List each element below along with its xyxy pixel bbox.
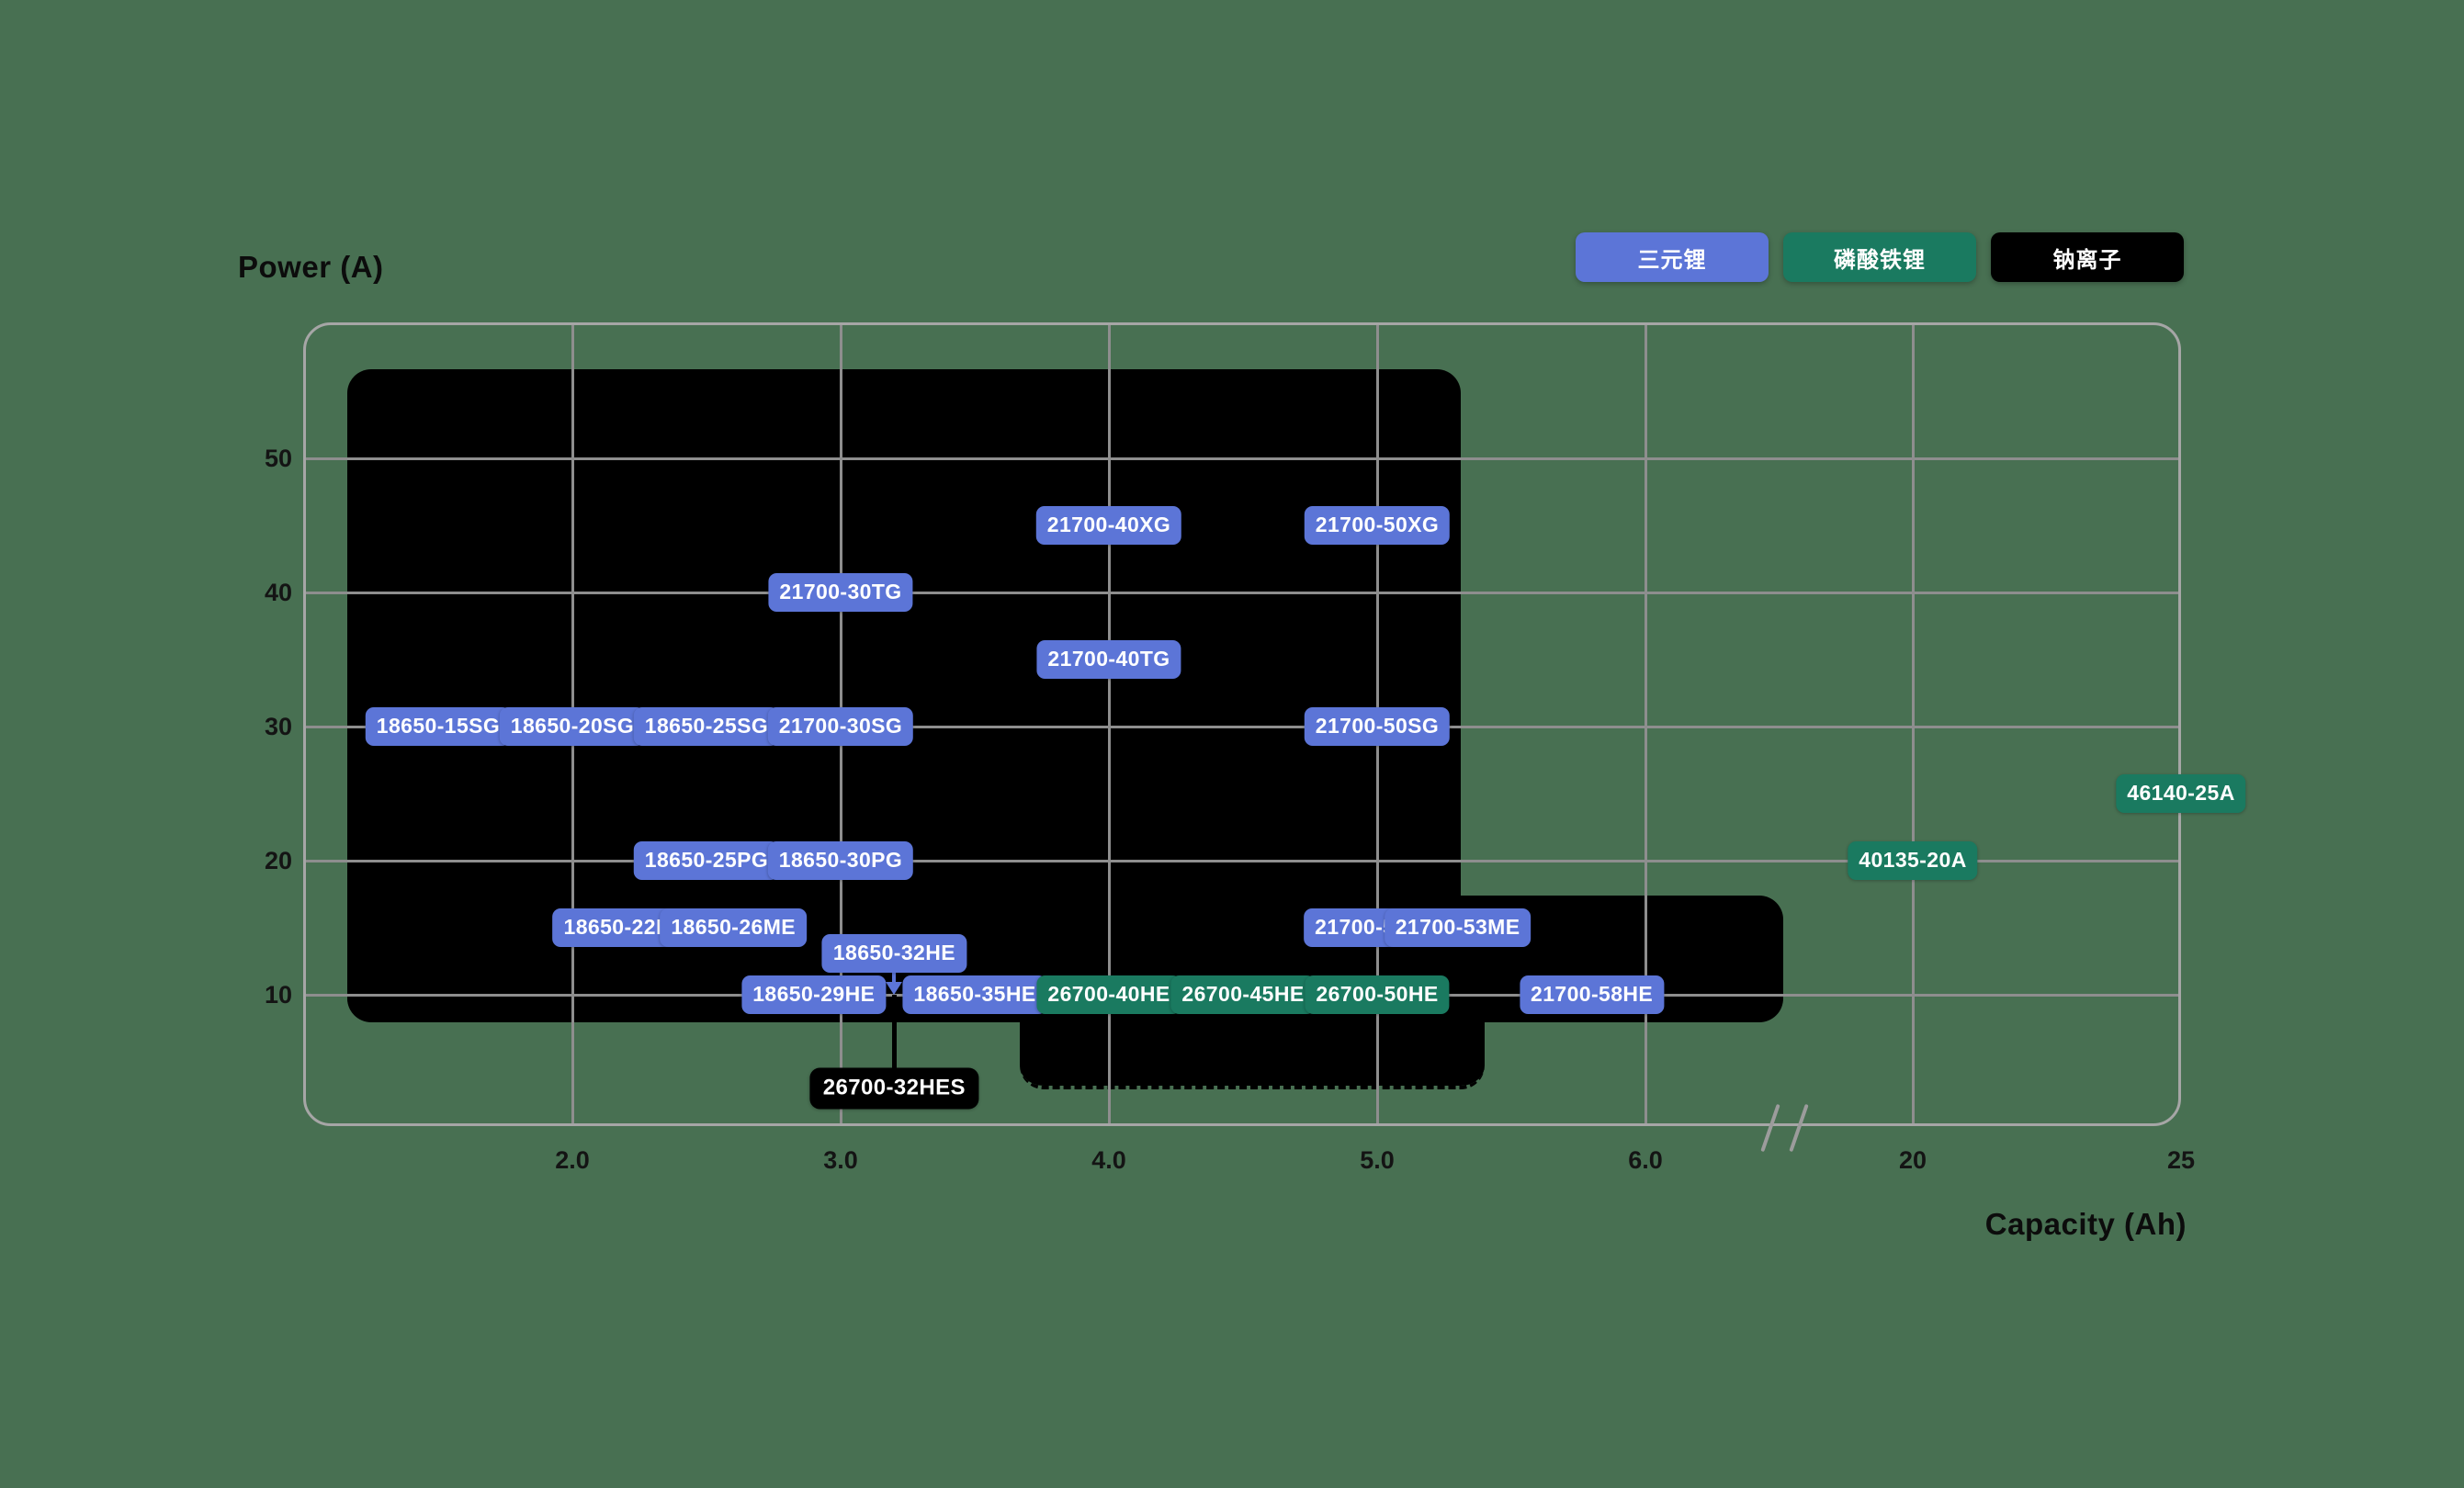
point-40135-20A[interactable]: 40135-20A — [1848, 841, 1978, 880]
point-18650-29HE[interactable]: 18650-29HE — [741, 975, 887, 1014]
legend-button-ternary-lithium[interactable]: 三元锂 — [1576, 232, 1769, 282]
x-tick-25: 25 — [2166, 1146, 2196, 1174]
point-21700-30SG[interactable]: 21700-30SG — [767, 707, 914, 746]
point-21700-53ME[interactable]: 21700-53ME — [1384, 908, 1532, 947]
point-18650-20SG[interactable]: 18650-20SG — [499, 707, 646, 746]
x-tick-2.0: 2.0 — [555, 1146, 590, 1174]
legend-button-sodium-ion[interactable]: 钠离子 — [1991, 232, 2184, 282]
connector-line-18650-32HE — [892, 970, 897, 983]
x-axis-title: Capacity (Ah) — [1984, 1207, 2187, 1241]
gridline-y-30 — [306, 725, 2178, 728]
point-18650-32HE[interactable]: 18650-32HE — [821, 934, 966, 973]
point-18650-35HE[interactable]: 18650-35HE — [902, 975, 1047, 1014]
connector-line-26700-32HES — [891, 995, 897, 1069]
point-18650-15SG[interactable]: 18650-15SG — [365, 707, 512, 746]
point-21700-50XG[interactable]: 21700-50XG — [1304, 506, 1451, 545]
x-tick-20: 20 — [1898, 1146, 1927, 1174]
plot-area-border — [303, 322, 2181, 1126]
x-tick-6.0: 6.0 — [1628, 1146, 1663, 1174]
point-21700-40XG[interactable]: 21700-40XG — [1035, 506, 1182, 545]
y-tick-30: 30 — [264, 713, 292, 740]
point-26700-40HE[interactable]: 26700-40HE — [1036, 975, 1181, 1014]
gridline-x-6.0 — [1644, 325, 1647, 1123]
gridline-y-40 — [306, 591, 2178, 594]
y-tick-20: 20 — [264, 847, 292, 874]
legend-button-lfp[interactable]: 磷酸铁锂 — [1783, 232, 1976, 282]
x-tick-5.0: 5.0 — [1360, 1146, 1395, 1174]
y-tick-50: 50 — [264, 445, 292, 472]
point-21700-40TG[interactable]: 21700-40TG — [1036, 640, 1181, 679]
y-tick-40: 40 — [264, 579, 292, 606]
connector-arrow-18650-32HE — [886, 982, 903, 995]
x-tick-3.0: 3.0 — [823, 1146, 858, 1174]
point-18650-25SG[interactable]: 18650-25SG — [633, 707, 780, 746]
gridline-x-20 — [1911, 325, 1915, 1123]
y-axis-title: Power (A) — [238, 250, 384, 284]
point-18650-30PG[interactable]: 18650-30PG — [767, 841, 914, 880]
gridline-x-4.0 — [1107, 325, 1111, 1123]
point-21700-50SG[interactable]: 21700-50SG — [1304, 707, 1451, 746]
point-26700-32HES[interactable]: 26700-32HES — [809, 1067, 978, 1110]
point-18650-26ME[interactable]: 18650-26ME — [660, 908, 808, 947]
gridline-y-50 — [306, 457, 2178, 460]
point-21700-30TG[interactable]: 21700-30TG — [768, 573, 913, 612]
point-18650-25PG[interactable]: 18650-25PG — [633, 841, 780, 880]
point-26700-50HE[interactable]: 26700-50HE — [1305, 975, 1450, 1014]
x-tick-4.0: 4.0 — [1091, 1146, 1126, 1174]
chemistry-legend: 三元锂 磷酸铁锂 钠离子 — [1576, 232, 2184, 282]
point-21700-58HE[interactable]: 21700-58HE — [1520, 975, 1665, 1014]
gridline-y-20 — [306, 859, 2178, 862]
y-tick-10: 10 — [264, 981, 292, 1009]
point-46140-25A[interactable]: 46140-25A — [2116, 774, 2246, 813]
point-26700-45HE[interactable]: 26700-45HE — [1170, 975, 1316, 1014]
